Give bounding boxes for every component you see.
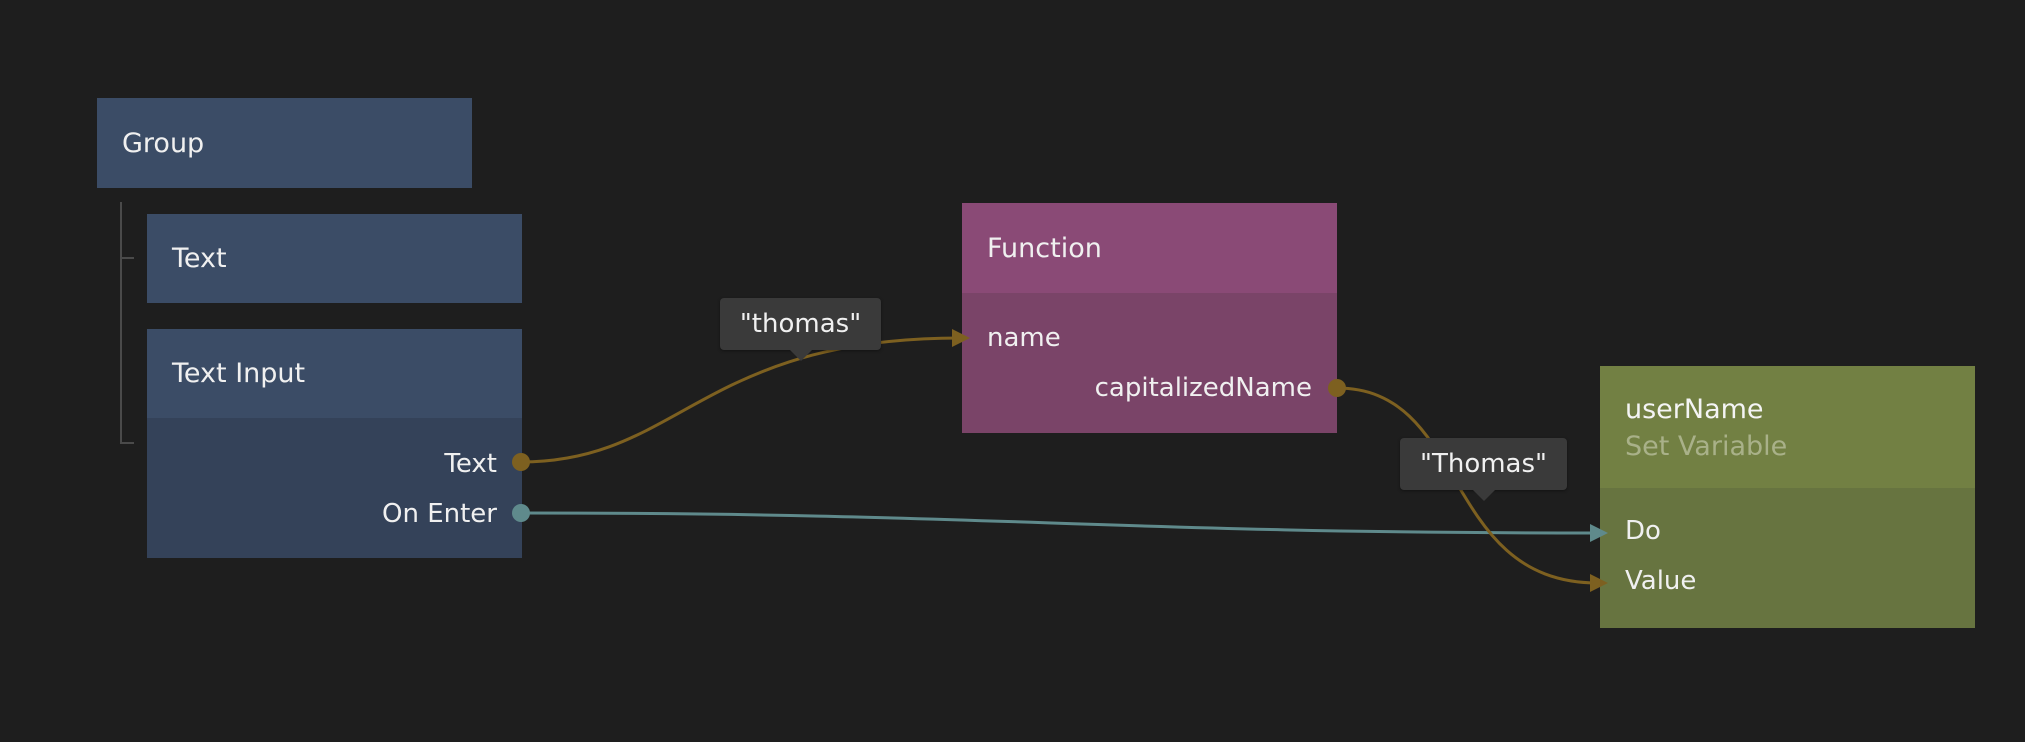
port-dot-on-enter[interactable] xyxy=(512,504,530,522)
set-variable-node[interactable]: userName Set Variable Do Value xyxy=(1600,366,1975,628)
port-on-enter-output[interactable]: On Enter xyxy=(382,499,497,529)
wire-arrow-name xyxy=(952,329,970,347)
function-node[interactable]: Function name capitalizedName xyxy=(962,203,1337,433)
port-dot-capitalized-name[interactable] xyxy=(1328,379,1346,397)
hierarchy-line xyxy=(120,202,122,444)
set-variable-node-body: Do Value xyxy=(1600,488,1975,628)
value-tooltip-output-text: "Thomas" xyxy=(1420,449,1547,479)
value-tooltip-output: "Thomas" xyxy=(1400,438,1567,501)
text-input-node-body: Text On Enter xyxy=(147,418,522,558)
text-node[interactable]: Text xyxy=(147,214,522,303)
port-do-input[interactable]: Do xyxy=(1625,516,1661,546)
wire-arrow-do xyxy=(1590,524,1608,542)
set-variable-node-title: userName xyxy=(1625,394,1764,425)
group-node-title: Group xyxy=(122,127,205,159)
text-input-node[interactable]: Text Input Text On Enter xyxy=(147,329,522,558)
value-tooltip-input: "thomas" xyxy=(720,298,881,361)
port-value-input[interactable]: Value xyxy=(1625,566,1697,596)
value-tooltip-input-text: "thomas" xyxy=(739,309,862,339)
port-name-input[interactable]: name xyxy=(987,323,1061,353)
function-node-body: name capitalizedName xyxy=(962,293,1337,433)
set-variable-node-subtitle: Set Variable xyxy=(1625,431,1788,462)
port-text-output[interactable]: Text xyxy=(444,449,497,479)
wire-text-to-name[interactable] xyxy=(520,336,961,464)
text-node-title: Text xyxy=(172,243,227,274)
port-dot-text[interactable] xyxy=(512,453,530,471)
wire-arrow-value xyxy=(1590,574,1608,592)
text-input-node-title: Text Input xyxy=(147,329,522,418)
set-variable-node-header: userName Set Variable xyxy=(1600,366,1975,488)
port-capitalized-name-output[interactable]: capitalizedName xyxy=(1094,373,1312,403)
hierarchy-tick-text xyxy=(120,257,134,259)
group-node[interactable]: Group xyxy=(97,98,472,188)
wire-on-enter-to-do[interactable] xyxy=(520,511,1599,535)
function-node-title: Function xyxy=(962,203,1337,293)
tooltip-pointer xyxy=(1472,490,1495,501)
tooltip-pointer xyxy=(789,350,812,361)
hierarchy-tick-text-input xyxy=(120,442,134,444)
